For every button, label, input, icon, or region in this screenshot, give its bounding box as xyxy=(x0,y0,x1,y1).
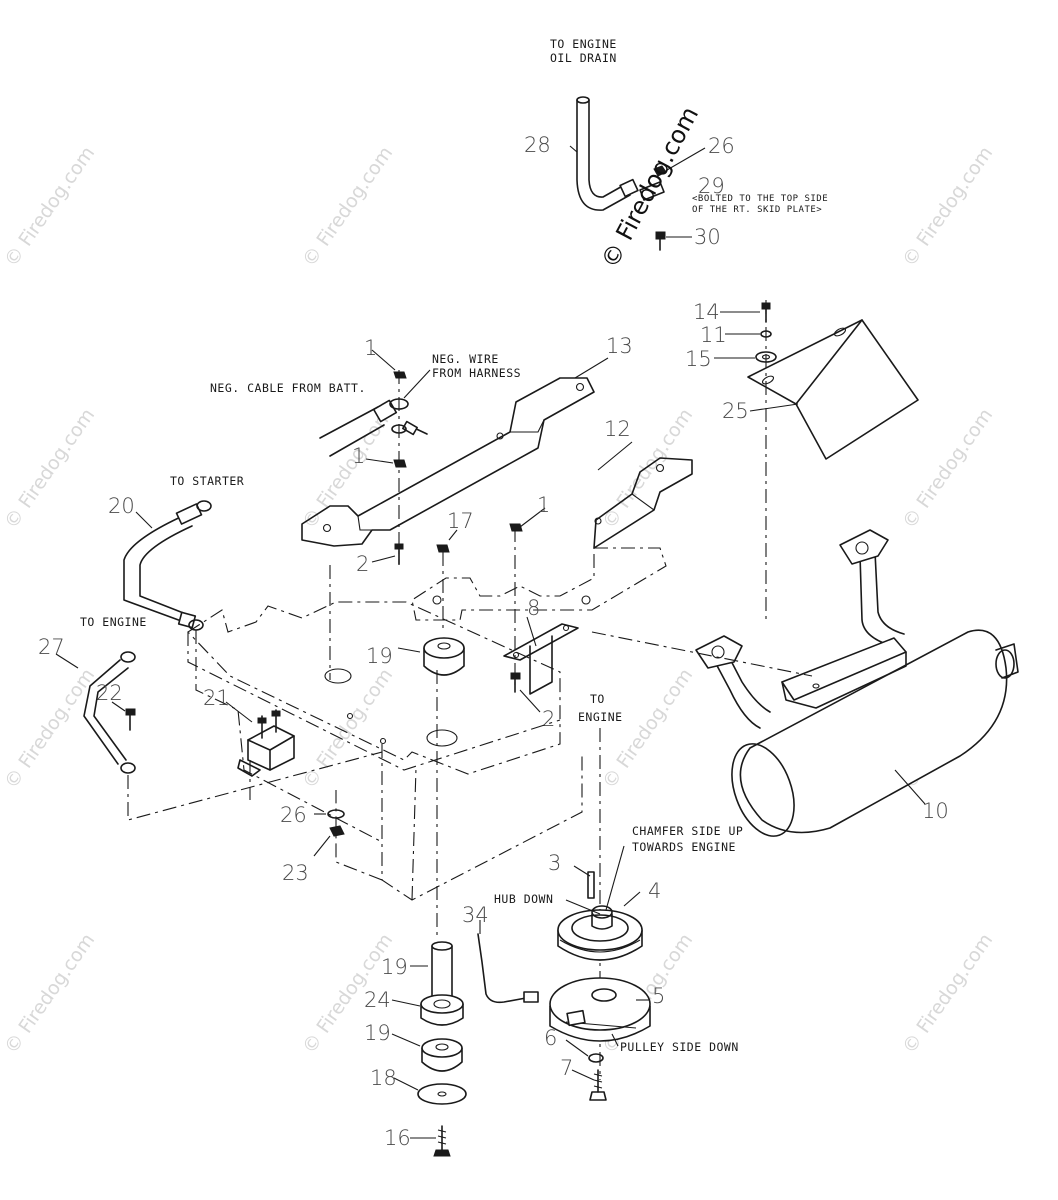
label-to-starter: TO STARTER xyxy=(170,474,244,488)
callout-18: 18 xyxy=(370,1066,397,1090)
label-neg-wire: FROM HARNESS xyxy=(432,366,521,380)
callout-26: 26 xyxy=(708,134,735,158)
label-to-engine-oil-drain: TO ENGINE xyxy=(550,37,617,51)
callout-30: 30 xyxy=(694,225,721,249)
callout-5: 5 xyxy=(652,984,665,1008)
watermark: © Firedog.com xyxy=(298,142,397,270)
label-neg-cable: NEG. CABLE FROM BATT. xyxy=(210,381,366,395)
callout-19: 19 xyxy=(364,1021,391,1045)
isolator-upper: 17 19 xyxy=(366,509,474,940)
callout-1: 1 xyxy=(352,444,365,468)
callout-19: 19 xyxy=(366,644,393,668)
skid-plate xyxy=(187,565,583,901)
callout-6: 6 xyxy=(544,1026,557,1050)
label-chamfer: TOWARDS ENGINE xyxy=(632,840,736,854)
callout-11: 11 xyxy=(700,323,727,347)
watermark: © Firedog.com xyxy=(898,404,997,532)
callout-8: 8 xyxy=(527,596,540,620)
label-neg-wire: NEG. WIRE xyxy=(432,352,499,366)
callout-29: 29 xyxy=(698,174,725,198)
label-chamfer: CHAMFER SIDE UP xyxy=(632,824,743,838)
ground-strap-27: 27 22 TO ENGINE xyxy=(38,615,383,821)
watermark: © Firedog.com xyxy=(898,142,997,270)
callout-1: 1 xyxy=(537,493,550,517)
watermark: © Firedog.com xyxy=(598,664,697,792)
callout-27: 27 xyxy=(38,635,65,659)
callout-16: 16 xyxy=(384,1126,411,1150)
muffler-shield-assembly: 14 11 15 25 xyxy=(685,300,919,620)
watermark: © Firedog.com xyxy=(0,664,99,792)
callout-1: 1 xyxy=(364,336,377,360)
callout-14: 14 xyxy=(693,300,720,324)
bracket-13: 13 xyxy=(301,334,633,547)
callout-26: 26 xyxy=(280,803,307,827)
callout-4: 4 xyxy=(648,879,661,903)
label-pulley-side-down: PULLEY SIDE DOWN xyxy=(620,1040,739,1054)
solenoid-21: 21 26 23 xyxy=(203,686,345,885)
callout-21: 21 xyxy=(203,686,230,710)
callout-28: 28 xyxy=(524,133,551,157)
muffler-mount-line xyxy=(591,631,813,677)
callout-17: 17 xyxy=(447,509,474,533)
callout-15: 15 xyxy=(685,347,712,371)
callout-2: 2 xyxy=(542,707,555,731)
featured-watermark: © Firedog.com xyxy=(596,102,705,273)
callout-22: 22 xyxy=(96,681,123,705)
label-bolted-note: <BOLTED TO THE TOP SIDE xyxy=(692,194,828,204)
label-to-engine-center: ENGINE xyxy=(578,710,623,724)
callout-13: 13 xyxy=(606,334,633,358)
callout-12: 12 xyxy=(604,417,631,441)
watermark: © Firedog.com xyxy=(0,929,99,1057)
label-bolted-note: OF THE RT. SKID PLATE> xyxy=(692,205,822,215)
ground-cable-assembly: 1 1 2 NEG. WIRE FROM HARNESS NEG. CABLE … xyxy=(210,336,521,576)
callout-2: 2 xyxy=(356,552,369,576)
label-to-engine: TO ENGINE xyxy=(80,615,147,629)
oil-drain-assembly: TO ENGINE OIL DRAIN 28 26 29 30 <BOLTED … xyxy=(524,37,828,273)
muffler-10: 10 xyxy=(695,529,1019,837)
callout-23: 23 xyxy=(282,861,309,885)
callout-20: 20 xyxy=(108,494,135,518)
label-to-engine-center: TO xyxy=(590,692,605,706)
callout-10: 10 xyxy=(922,799,949,823)
isolator-stack: 19 24 19 18 16 xyxy=(364,941,467,1157)
callout-24: 24 xyxy=(364,988,391,1012)
callout-3: 3 xyxy=(548,851,561,875)
pulley-clutch-assembly: TO ENGINE 3 4 34 xyxy=(462,692,743,1101)
watermark: © Firedog.com xyxy=(898,929,997,1057)
callout-34: 34 xyxy=(462,903,489,927)
callout-19: 19 xyxy=(381,955,408,979)
bracket-12: 12 xyxy=(411,417,693,621)
center-mount-hardware: 1 8 2 xyxy=(503,493,579,731)
callout-25: 25 xyxy=(722,399,749,423)
callout-7: 7 xyxy=(560,1056,573,1080)
watermark: © Firedog.com xyxy=(0,404,99,532)
starter-cable-20: 20 TO STARTER xyxy=(108,474,383,843)
watermark: © Firedog.com xyxy=(0,142,99,270)
label-hub-down: HUB DOWN xyxy=(494,892,553,906)
label-to-engine-oil-drain: OIL DRAIN xyxy=(550,51,617,65)
